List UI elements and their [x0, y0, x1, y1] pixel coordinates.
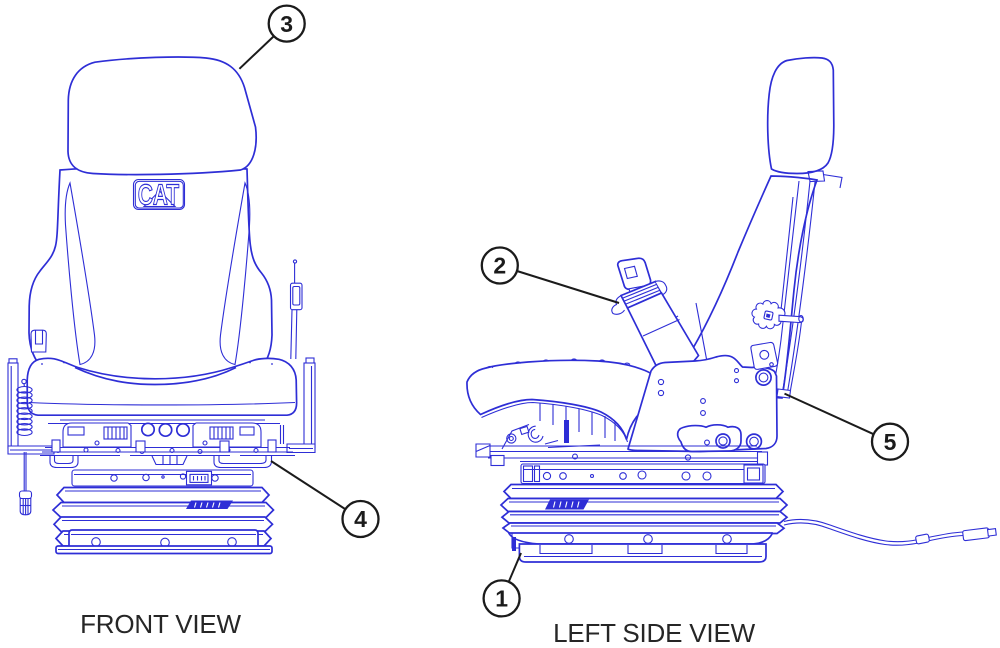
callout-5-number: 5 — [884, 429, 897, 455]
front-suspension-mechanism — [40, 419, 295, 469]
side-cushion — [466, 358, 661, 443]
side-base — [508, 532, 773, 563]
front-backrest-bottom — [74, 366, 237, 386]
side-top-bracket — [750, 341, 779, 370]
callout-1-number: 1 — [495, 586, 508, 612]
front-cushion-stitch-dots — [41, 361, 273, 365]
front-seatbelt — [289, 259, 303, 360]
side-bellows — [499, 483, 789, 535]
side-belt-strap — [776, 180, 816, 399]
callout-4-number: 4 — [354, 506, 367, 532]
callout-1: 1 — [482, 552, 522, 618]
cat-logo-triangle — [142, 190, 177, 208]
side-headrest — [766, 56, 843, 189]
front-cushion — [26, 357, 298, 417]
front-backrest-seams — [64, 181, 251, 366]
front-rail — [49, 455, 273, 469]
front-view-label: FRONT VIEW — [80, 609, 241, 639]
callouts: 3 2 4 5 1 — [238, 4, 910, 618]
side-view — [466, 56, 997, 563]
front-cushion-seam — [28, 401, 296, 406]
side-front-linkage — [501, 423, 601, 450]
side-view-label: LEFT SIDE VIEW — [553, 618, 756, 648]
side-plate-holes — [657, 368, 740, 416]
callout-5: 5 — [784, 392, 910, 461]
cat-logo-text: CAT — [138, 179, 180, 211]
front-headrest — [67, 56, 257, 176]
side-suspension-plate — [520, 463, 766, 485]
front-hanging-knob — [18, 452, 33, 516]
front-cat-logo: CAT — [132, 179, 186, 212]
side-seatbelt-buckle — [611, 257, 700, 374]
front-base — [55, 529, 273, 555]
callout-2: 2 — [480, 246, 620, 304]
front-spring — [16, 378, 33, 437]
side-cushion-stitches — [486, 358, 631, 369]
callout-3-number: 3 — [280, 11, 293, 37]
side-bellows-logo — [545, 499, 589, 510]
front-left-handle — [30, 329, 47, 353]
front-bellows-logo — [186, 500, 233, 509]
side-cable — [783, 518, 997, 546]
side-cushion-ribs — [539, 403, 616, 441]
front-suspension-plate — [71, 469, 254, 487]
side-rails — [475, 443, 769, 467]
callout-3: 3 — [238, 4, 306, 70]
front-view: CAT — [7, 56, 316, 555]
callout-2-number: 2 — [493, 253, 506, 279]
side-frame-plate — [627, 341, 779, 453]
callout-4: 4 — [270, 460, 380, 539]
side-recline-knob — [751, 300, 804, 330]
